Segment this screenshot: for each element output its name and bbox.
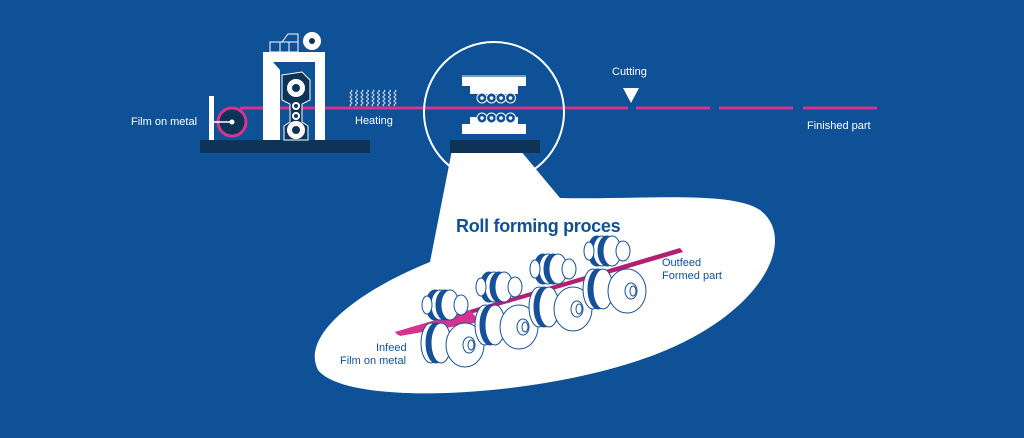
label-infeed-material: Film on metal bbox=[340, 355, 407, 367]
diagram-title: Roll forming proces bbox=[456, 216, 621, 236]
heat-wave bbox=[388, 89, 391, 107]
roller-station bbox=[420, 289, 485, 368]
heat-wave bbox=[355, 89, 358, 107]
label-film-on-metal: Film on metal bbox=[131, 116, 198, 128]
label-cutting: Cutting bbox=[612, 66, 647, 78]
roller-station bbox=[528, 253, 593, 332]
roller-station bbox=[582, 235, 647, 314]
heat-wave bbox=[349, 89, 353, 107]
heating-waves bbox=[349, 89, 397, 107]
heat-wave bbox=[366, 89, 369, 107]
heat-wave bbox=[371, 89, 375, 107]
heat-wave bbox=[377, 89, 380, 107]
heat-wave bbox=[360, 89, 364, 107]
label-infeed: Infeed bbox=[376, 342, 407, 354]
label-outfeed-material: Formed part bbox=[662, 270, 722, 282]
label-outfeed: Outfeed bbox=[662, 257, 702, 269]
heat-wave bbox=[393, 89, 397, 107]
film-coil bbox=[209, 96, 248, 140]
label-finished-part: Finished part bbox=[807, 120, 871, 132]
roller-station bbox=[474, 271, 539, 350]
cutter bbox=[623, 88, 639, 103]
laminating-machine bbox=[200, 32, 370, 153]
heat-wave bbox=[382, 89, 386, 107]
label-heating: Heating bbox=[355, 115, 393, 127]
roll-forming-station bbox=[423, 41, 565, 183]
roller-stations bbox=[420, 235, 647, 368]
